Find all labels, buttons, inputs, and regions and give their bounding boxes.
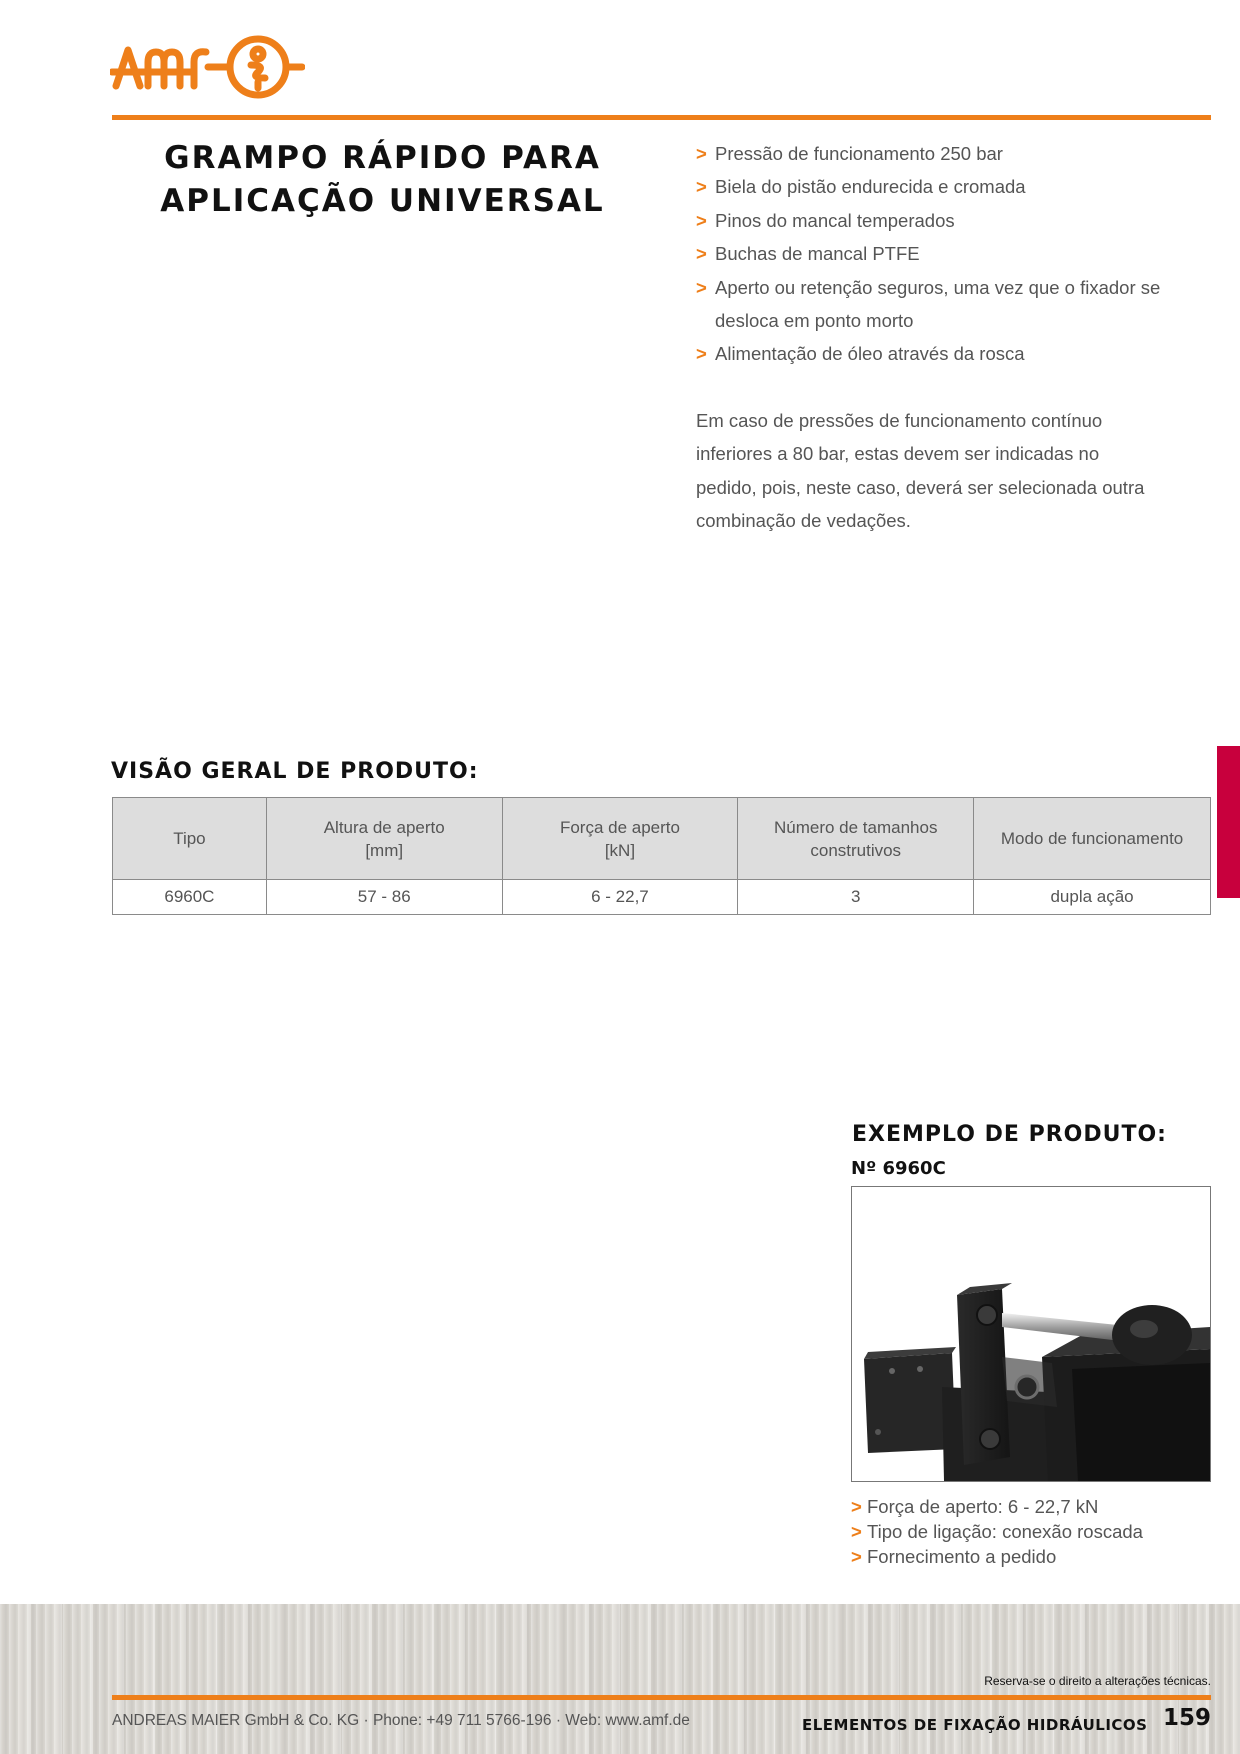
table-header-row: Tipo Altura de aperto[mm] Força de apert… (112, 797, 1211, 880)
feature-text: Pinos do mancal temperados (715, 209, 955, 231)
table-cell: 3 (737, 879, 975, 915)
feature-item: > Buchas de mancal PTFE (696, 237, 1216, 270)
example-number: Nº 6960C (851, 1158, 946, 1179)
clamp-product-illustration (864, 1283, 1210, 1481)
page-footer: Reserva-se o direito a alterações técnic… (0, 1604, 1240, 1754)
table-cell: 6 - 22,7 (501, 879, 739, 915)
note-line: inferiores a 80 bar, estas devem ser ind… (696, 443, 1100, 465)
footer-notice: Reserva-se o direito a alterações técnic… (984, 1674, 1211, 1688)
table-cell: dupla ação (973, 879, 1211, 915)
amf-logo-graphic (108, 35, 306, 99)
footer-section-title: ELEMENTOS DE FIXAÇÃO HIDRÁULICOS (802, 1716, 1148, 1734)
page-number: 159 (1162, 1705, 1211, 1731)
column-header-altura: Altura de aperto[mm] (265, 797, 503, 880)
chevron-right-icon: > (851, 1496, 862, 1517)
table-cell: 57 - 86 (265, 879, 503, 915)
chevron-right-icon: > (696, 243, 707, 265)
spec-item: >Força de aperto: 6 - 22,7 kN (851, 1494, 1221, 1519)
footer-rule (112, 1695, 1211, 1700)
chevron-right-icon: > (696, 176, 707, 198)
feature-item: > Pinos do mancal temperados (696, 204, 1216, 237)
feature-text: Aperto ou retenção seguros, uma vez que … (715, 276, 1161, 332)
chevron-right-icon: > (851, 1546, 862, 1567)
overview-heading: VISÃO GERAL DE PRODUTO: (111, 759, 479, 784)
chevron-right-icon: > (696, 276, 707, 298)
overview-table: Tipo Altura de aperto[mm] Força de apert… (112, 797, 1211, 915)
pressure-note: Em caso de pressões de funcionamento con… (696, 404, 1216, 538)
feature-text: Biela do pistão endurecida e cromada (715, 176, 1026, 198)
feature-item: > Pressão de funcionamento 250 bar (696, 137, 1216, 170)
column-header-forca: Força de aperto[kN] (501, 797, 739, 880)
table-cell: 6960C (112, 879, 267, 915)
note-line: combinação de vedações. (696, 510, 911, 532)
feature-text: Buchas de mancal PTFE (715, 243, 920, 265)
note-line: Em caso de pressões de funcionamento con… (696, 410, 1103, 431)
amf-logo (108, 34, 306, 100)
example-heading: EXEMPLO DE PRODUTO: (852, 1122, 1167, 1147)
spec-item: >Fornecimento a pedido (851, 1544, 1221, 1569)
note-line: pedido, pois, neste caso, deverá ser sel… (696, 476, 1145, 498)
spec-item: >Tipo de ligação: conexão roscada (851, 1519, 1221, 1544)
spec-text: Fornecimento a pedido (867, 1546, 1057, 1567)
footer-company-info: ANDREAS MAIER GmbH & Co. KG · Phone: +49… (112, 1712, 690, 1729)
table-row: 6960C 57 - 86 6 - 22,7 3 dupla ação (112, 879, 1211, 915)
title-line-1: GRAMPO RÁPIDO PARA (164, 140, 601, 176)
spec-text: Tipo de ligação: conexão roscada (867, 1521, 1143, 1542)
chevron-right-icon: > (696, 209, 707, 231)
spec-text: Força de aperto: 6 - 22,7 kN (867, 1496, 1099, 1517)
page-title: GRAMPO RÁPIDO PARA APLICAÇÃO UNIVERSAL (120, 137, 645, 223)
feature-text: Alimentação de óleo através da rosca (715, 343, 1025, 365)
feature-item: > Alimentação de óleo através da rosca (696, 337, 1216, 370)
column-header-tipo: Tipo (112, 797, 267, 880)
chevron-right-icon: > (851, 1521, 862, 1542)
feature-item: > Aperto ou retenção seguros, uma vez que… (696, 271, 1216, 338)
product-image (851, 1186, 1211, 1482)
section-tab-marker (1217, 746, 1240, 898)
title-line-2: APLICAÇÃO UNIVERSAL (160, 183, 605, 219)
feature-text: Pressão de funcionamento 250 bar (715, 143, 1003, 164)
feature-item: > Biela do pistão endurecida e cromada (696, 170, 1216, 203)
example-spec-list: >Força de aperto: 6 - 22,7 kN >Tipo de l… (851, 1494, 1221, 1569)
top-rule (112, 115, 1211, 120)
chevron-right-icon: > (696, 143, 707, 164)
chevron-right-icon: > (696, 343, 707, 365)
column-header-modo: Modo de funcionamento (973, 797, 1211, 880)
feature-list: > Pressão de funcionamento 250 bar > Biela… (696, 137, 1216, 371)
